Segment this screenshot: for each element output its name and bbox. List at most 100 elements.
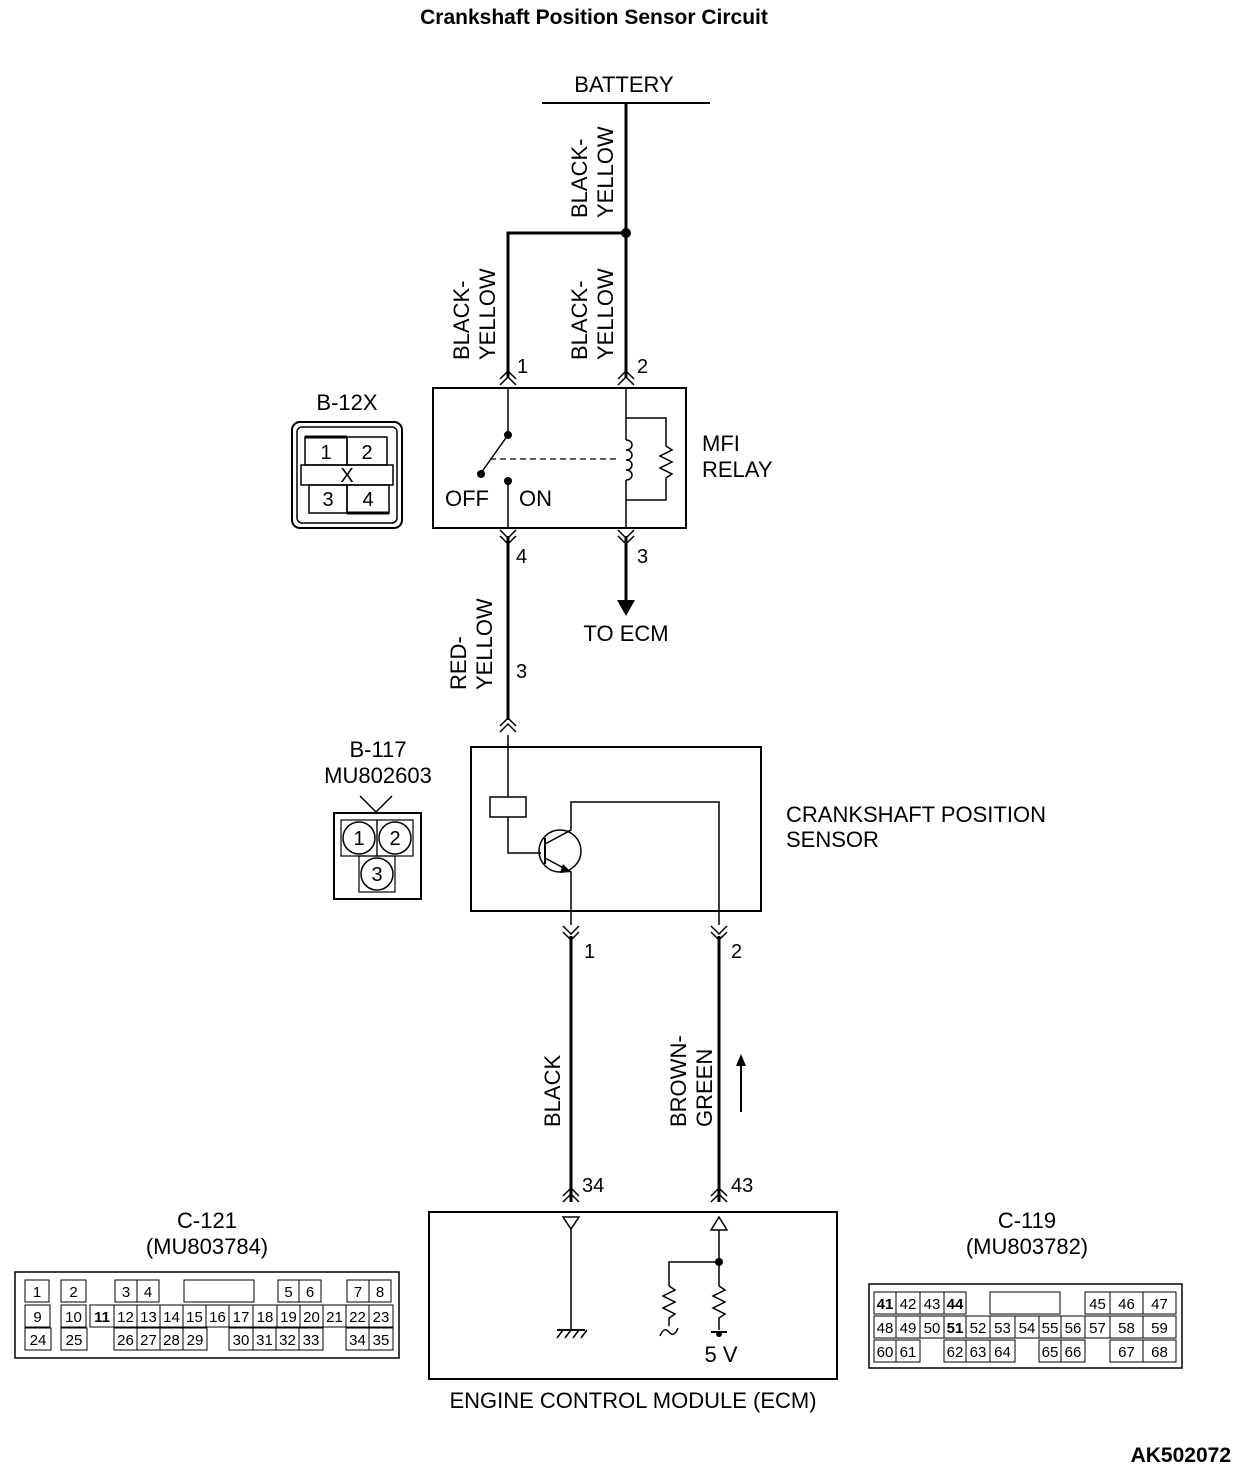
c121-pin-label: 28 xyxy=(163,1332,180,1349)
ecm-pin34-label: 34 xyxy=(582,1175,604,1197)
c121-pin-label: 23 xyxy=(373,1309,390,1326)
wire-label-relay-pin1: BLACK- YELLOW xyxy=(449,268,500,360)
figure-id: AK502072 xyxy=(1131,1444,1231,1467)
c121-pin-label: 26 xyxy=(117,1332,134,1349)
c119-cell xyxy=(989,1339,1016,1363)
b117-pin-3-label: 3 xyxy=(371,864,382,886)
pin1-arrow-2 xyxy=(499,369,517,380)
to-ecm-label: TO ECM xyxy=(583,621,668,646)
svg-text:YELLOW: YELLOW xyxy=(475,268,500,360)
c121-pin-label: 30 xyxy=(233,1332,250,1349)
c119-outer xyxy=(868,1283,1183,1369)
wire-label-black: BLACK xyxy=(540,1055,565,1127)
svg-text:BLACK-: BLACK- xyxy=(567,281,592,360)
sensor-hall-element xyxy=(489,796,527,818)
c121-pin-label: 24 xyxy=(30,1332,47,1349)
junction-dot xyxy=(621,228,631,238)
c119-pin-label: 65 xyxy=(1042,1344,1059,1361)
c119-pin-label: 44 xyxy=(947,1296,964,1313)
ecm-input-branch xyxy=(668,1261,719,1286)
c121-cell xyxy=(60,1279,87,1303)
c121-pin-label: 11 xyxy=(94,1309,110,1326)
wire-label-relay-pin2: BLACK- YELLOW xyxy=(567,268,618,360)
b12x-cell-1-label: 1 xyxy=(320,442,331,464)
mfi-relay-label-2: RELAY xyxy=(702,457,773,482)
signal-direction-arrowhead xyxy=(736,1054,746,1066)
c121-cell xyxy=(60,1304,87,1328)
sensor-pin3-arrow-2 xyxy=(499,722,517,733)
c119-pin-label: 55 xyxy=(1042,1320,1059,1337)
c121-pin-label: 22 xyxy=(349,1309,366,1326)
c121-pin-label: 21 xyxy=(326,1309,343,1326)
b117-pin-1 xyxy=(342,821,376,855)
c119-pin-label: 57 xyxy=(1089,1320,1106,1337)
c121-pin-label: 15 xyxy=(186,1309,203,1326)
c119-pin-label: 58 xyxy=(1118,1320,1135,1337)
c121-pin-label: 32 xyxy=(279,1332,296,1349)
c121-pin-label: 29 xyxy=(187,1332,204,1349)
c121-cell xyxy=(368,1279,392,1303)
b12x-outer xyxy=(291,421,403,529)
c119-pin-label: 49 xyxy=(900,1320,917,1337)
svg-text:BLACK: BLACK xyxy=(540,1055,565,1127)
c121-pin-label: 9 xyxy=(33,1309,41,1326)
pin2-arrow-2 xyxy=(617,369,635,380)
c119-key-slot xyxy=(989,1291,1061,1315)
sensor-pin1-arrow xyxy=(562,925,580,936)
svg-text:BLACK-: BLACK- xyxy=(449,281,474,360)
c121-cell xyxy=(24,1304,51,1328)
b12x-name: B-12X xyxy=(316,390,377,415)
transistor-collector xyxy=(544,801,720,925)
ecm-pullup-resistor xyxy=(711,1285,727,1330)
c121-pin-label: 35 xyxy=(373,1332,390,1349)
c119-pin-label: 54 xyxy=(1019,1320,1036,1337)
c121-pin-label: 2 xyxy=(69,1284,77,1301)
c119-pin-label: 68 xyxy=(1151,1344,1168,1361)
c121-pin-label: 8 xyxy=(376,1284,384,1301)
b12x-cell-4-label: 4 xyxy=(362,489,373,511)
c119-pin-label: 64 xyxy=(994,1344,1011,1361)
relay-pin4-label: 4 xyxy=(516,546,527,568)
relay-pin2-label: 2 xyxy=(637,356,648,378)
c121-key-slot xyxy=(183,1279,255,1303)
c119-pin-label: 50 xyxy=(924,1320,941,1337)
c119-cell xyxy=(895,1339,921,1363)
c121-cell xyxy=(182,1327,208,1351)
b12x-mark-label: X xyxy=(340,465,353,487)
c121-pin-label: 5 xyxy=(284,1284,292,1301)
c121-pin-label: 12 xyxy=(117,1309,134,1326)
b117-key xyxy=(359,795,393,814)
relay-coil-resistor-loop-bottom xyxy=(626,478,667,501)
c121-pin-label: 16 xyxy=(209,1309,226,1326)
c119-cell xyxy=(1142,1339,1177,1363)
c119-pin-label: 67 xyxy=(1118,1344,1135,1361)
c119-pin-label: 59 xyxy=(1151,1320,1168,1337)
svg-text:YELLOW: YELLOW xyxy=(593,126,618,218)
c121-cell xyxy=(24,1327,52,1351)
svg-text:BROWN-: BROWN- xyxy=(666,1035,691,1127)
relay-coil-resistor-loop xyxy=(626,417,667,446)
relay-coil-resistor xyxy=(658,445,674,479)
c119-pin-label: 48 xyxy=(877,1320,894,1337)
wire-label-red-yellow: RED- YELLOW xyxy=(446,598,497,690)
c119-cell xyxy=(1060,1339,1086,1363)
sensor-pin3-label: 3 xyxy=(516,661,527,683)
ecm-pin34-arrow-2 xyxy=(562,1192,580,1203)
c121-name: C-121 xyxy=(177,1208,237,1233)
sensor-pin2-arrow xyxy=(710,925,728,936)
c121-pin-label: 10 xyxy=(65,1309,82,1326)
sensor-label-2: SENSOR xyxy=(786,827,879,852)
c121-pin-label: 31 xyxy=(256,1332,273,1349)
c121-pin-label: 34 xyxy=(349,1332,366,1349)
c119-cell xyxy=(1142,1315,1177,1339)
c119-pin-label: 63 xyxy=(970,1344,987,1361)
b117-pin-1-label: 1 xyxy=(353,828,364,850)
c121-part: (MU803784) xyxy=(146,1234,268,1259)
c121-cell xyxy=(136,1279,160,1303)
c119-cell xyxy=(943,1291,967,1315)
wire-label-battery-feed: BLACK- YELLOW xyxy=(567,126,618,218)
ecm-input-triangle-34 xyxy=(561,1216,581,1231)
b117-cell-3 xyxy=(358,855,396,893)
pin1-arrow xyxy=(499,375,517,386)
